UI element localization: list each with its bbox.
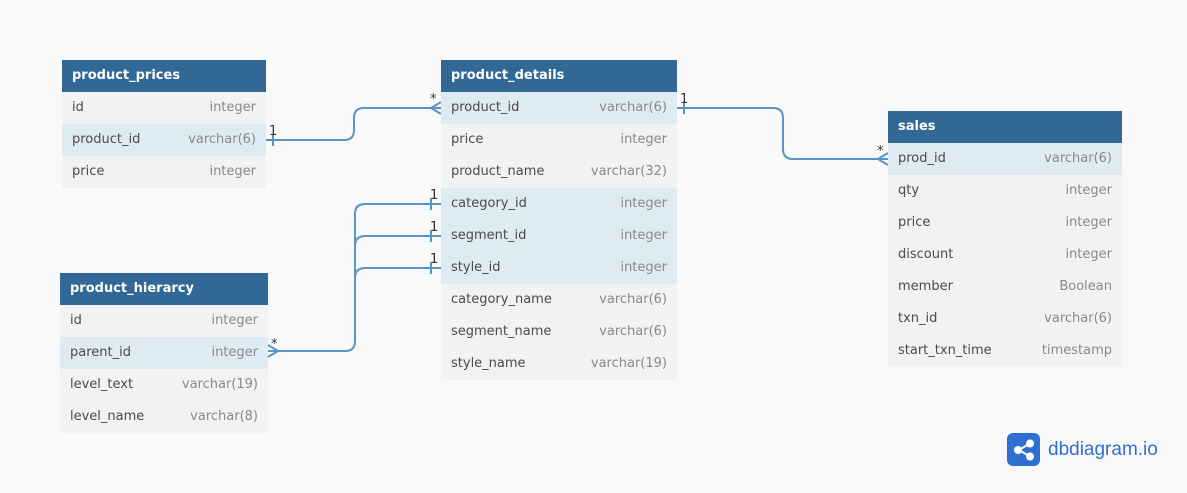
card-label-segment-one: 1 [430, 220, 439, 235]
column-name: id [70, 313, 82, 328]
column-name: txn_id [898, 311, 938, 326]
table-row[interactable]: discount integer [888, 239, 1122, 271]
card-label-hierarchy-many: * [271, 337, 278, 352]
column-name: price [451, 132, 484, 147]
card-label-details-one: 1 [680, 92, 689, 107]
column-type: varchar(6) [599, 324, 667, 339]
column-name: prod_id [898, 151, 946, 166]
card-label-category-one: 1 [430, 188, 439, 203]
column-type: integer [620, 196, 667, 211]
table-row[interactable]: parent_id integer [60, 337, 268, 369]
column-name: member [898, 279, 953, 294]
column-name: product_name [451, 164, 545, 179]
table-row[interactable]: price integer [62, 156, 266, 188]
share-nodes-icon [1007, 433, 1040, 466]
column-type: integer [211, 345, 258, 360]
table-row[interactable]: product_id varchar(6) [62, 124, 266, 156]
card-label-style-one: 1 [430, 252, 439, 267]
table-row[interactable]: id integer [62, 92, 266, 124]
table-header[interactable]: sales [888, 111, 1122, 143]
column-name: category_name [451, 292, 552, 307]
column-type: varchar(8) [190, 409, 258, 424]
table-header[interactable]: product_hierarcy [60, 273, 268, 305]
table-row[interactable]: prod_id varchar(6) [888, 143, 1122, 175]
column-type: integer [620, 132, 667, 147]
link-prices-details [266, 107, 441, 141]
table-product-hierarcy[interactable]: product_hierarcy id integer parent_id in… [60, 273, 268, 433]
column-type: integer [209, 164, 256, 179]
column-name: price [72, 164, 105, 179]
table-row[interactable]: category_name varchar(6) [441, 284, 677, 316]
column-name: style_id [451, 260, 501, 275]
column-type: integer [1065, 215, 1112, 230]
table-row[interactable]: product_id varchar(6) [441, 92, 677, 124]
table-row[interactable]: price integer [441, 124, 677, 156]
column-type: integer [620, 260, 667, 275]
column-name: level_name [70, 409, 145, 424]
column-name: style_name [451, 356, 526, 371]
column-name: product_id [451, 100, 520, 115]
card-label-details-many: * [430, 92, 437, 107]
table-row[interactable]: segment_id integer [441, 220, 677, 252]
column-name: product_id [72, 132, 141, 147]
table-row[interactable]: id integer [60, 305, 268, 337]
column-type: integer [620, 228, 667, 243]
column-type: varchar(6) [1044, 311, 1112, 326]
column-type: varchar(19) [590, 356, 667, 371]
column-name: start_txn_time [898, 343, 992, 358]
table-sales[interactable]: sales prod_id varchar(6) qty integer pri… [888, 111, 1122, 367]
column-name: discount [898, 247, 954, 262]
table-row[interactable]: qty integer [888, 175, 1122, 207]
column-type: Boolean [1059, 279, 1112, 294]
column-type: integer [211, 313, 258, 328]
column-type: varchar(6) [599, 292, 667, 307]
table-row[interactable]: start_txn_time timestamp [888, 335, 1122, 367]
link-style-hierarchy [354, 267, 441, 341]
table-header[interactable]: product_prices [62, 60, 266, 92]
dbdiagram-logo[interactable]: dbdiagram.io [1007, 433, 1158, 466]
table-row[interactable]: style_name varchar(19) [441, 348, 677, 380]
column-name: category_id [451, 196, 527, 211]
table-row[interactable]: level_text varchar(19) [60, 369, 268, 401]
table-product-prices[interactable]: product_prices id integer product_id var… [62, 60, 266, 188]
column-name: qty [898, 183, 920, 198]
table-product-details[interactable]: product_details product_id varchar(6) pr… [441, 60, 677, 380]
column-name: segment_name [451, 324, 552, 339]
table-row[interactable]: segment_name varchar(6) [441, 316, 677, 348]
column-type: timestamp [1041, 343, 1112, 358]
column-type: integer [1065, 183, 1112, 198]
table-header[interactable]: product_details [441, 60, 677, 92]
card-label-sales-many: * [877, 144, 884, 159]
table-row[interactable]: txn_id varchar(6) [888, 303, 1122, 335]
column-type: integer [209, 100, 256, 115]
column-name: level_text [70, 377, 134, 392]
column-type: varchar(6) [599, 100, 667, 115]
link-segment-hierarchy [354, 235, 441, 341]
column-type: integer [1065, 247, 1112, 262]
column-type: varchar(6) [188, 132, 256, 147]
table-row[interactable]: level_name varchar(8) [60, 401, 268, 433]
table-row[interactable]: product_name varchar(32) [441, 156, 677, 188]
column-type: varchar(19) [181, 377, 258, 392]
link-details-sales [677, 107, 888, 160]
column-name: parent_id [70, 345, 131, 360]
table-row[interactable]: style_id integer [441, 252, 677, 284]
table-row[interactable]: member Boolean [888, 271, 1122, 303]
column-name: id [72, 100, 84, 115]
link-category-hierarchy [268, 203, 441, 352]
column-type: varchar(6) [1044, 151, 1112, 166]
brand-text: dbdiagram.io [1048, 438, 1158, 460]
column-type: varchar(32) [590, 164, 667, 179]
column-name: price [898, 215, 931, 230]
table-row[interactable]: price integer [888, 207, 1122, 239]
column-name: segment_id [451, 228, 527, 243]
card-label-prices-one: 1 [269, 124, 278, 139]
table-row[interactable]: category_id integer [441, 188, 677, 220]
